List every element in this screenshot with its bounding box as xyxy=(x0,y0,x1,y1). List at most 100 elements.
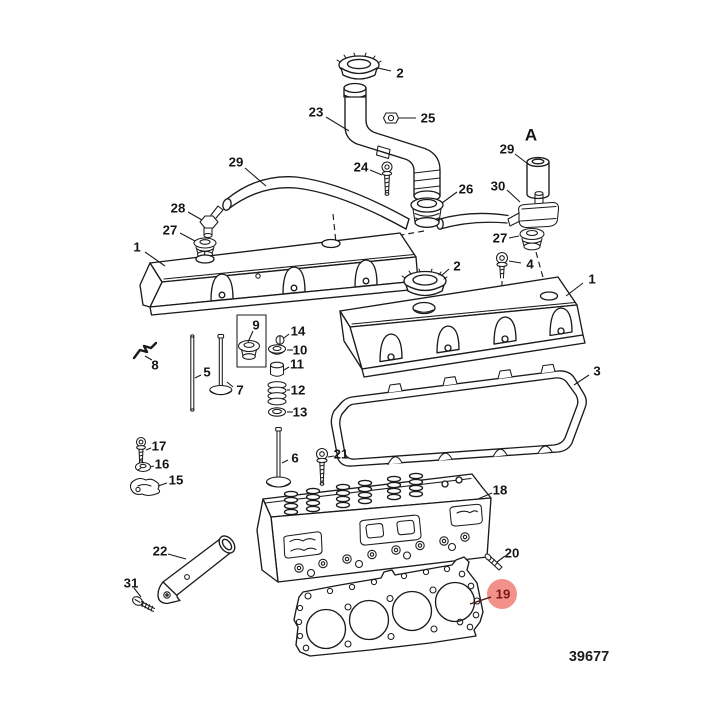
leader-line-14 xyxy=(283,333,290,339)
callout-12: 12 xyxy=(291,383,306,398)
callout-9: 9 xyxy=(252,318,259,333)
callout-2: 2 xyxy=(453,259,460,274)
leader-line-24 xyxy=(369,169,383,176)
leader-line-22 xyxy=(167,553,187,560)
highlight-circle[interactable] xyxy=(487,579,517,609)
elbow-fitting-28 xyxy=(199,205,224,239)
callout-5: 5 xyxy=(203,365,210,380)
leader-line-20 xyxy=(496,555,506,563)
grommet-26 xyxy=(410,197,444,228)
valve-seal-11 xyxy=(269,361,285,377)
oil-fill-tube-bracket-22 xyxy=(157,535,236,605)
leader-line-28 xyxy=(187,211,203,221)
callout-6: 6 xyxy=(291,451,298,466)
callout-4: 4 xyxy=(526,257,534,272)
detail-box-9 xyxy=(236,314,267,368)
breather-hose-short-a xyxy=(526,156,550,200)
stud-20 xyxy=(484,553,503,571)
callout-11: 11 xyxy=(290,357,304,372)
exhaust-ports xyxy=(283,503,483,559)
leader-line-4 xyxy=(508,260,522,264)
leader-line-18 xyxy=(477,492,493,500)
leader-line-29 xyxy=(514,153,529,165)
valve-keeper-14 xyxy=(275,335,285,345)
breather-hose-long xyxy=(222,176,410,230)
leader-line-7 xyxy=(226,381,234,388)
valve-spring-12 xyxy=(267,381,287,406)
head-bolt-bosses xyxy=(294,532,470,578)
leader-line-29 xyxy=(244,167,267,187)
leader-line-9 xyxy=(247,330,254,343)
leader-line-5 xyxy=(194,374,202,379)
clip-8 xyxy=(132,341,158,360)
callout-27: 27 xyxy=(493,231,508,246)
leader-line-1 xyxy=(144,251,166,267)
callout-29: 29 xyxy=(500,142,515,157)
callout-28: 28 xyxy=(171,201,186,216)
valve-cover-gasket xyxy=(330,363,587,467)
washer-16 xyxy=(134,461,152,473)
leader-line-27 xyxy=(179,232,196,242)
leader-line-3 xyxy=(573,374,590,386)
callout-13: 13 xyxy=(293,405,308,420)
callout-29: 29 xyxy=(229,155,244,170)
callout-23: 23 xyxy=(309,105,324,120)
spring-retainer-10 xyxy=(267,344,287,355)
leader-line-2 xyxy=(377,67,392,72)
valve-cover-left xyxy=(139,232,421,316)
valve-cover-right xyxy=(339,276,586,378)
bolt-24 xyxy=(381,161,393,196)
leader-line-8 xyxy=(144,355,153,361)
oil-cap-top xyxy=(336,52,382,80)
oil-filler-tube xyxy=(343,82,441,202)
callout-30: 30 xyxy=(491,179,506,194)
valve-6 xyxy=(265,426,292,488)
callout-10: 10 xyxy=(293,343,308,358)
grommet-27-right xyxy=(519,227,545,251)
bolt-17 xyxy=(135,436,147,464)
leader-line-30 xyxy=(506,189,521,203)
callout-16: 16 xyxy=(155,457,170,472)
callout-20: 20 xyxy=(505,546,520,561)
pushrod-5 xyxy=(190,334,195,412)
leader-line-2 xyxy=(440,268,450,277)
bolt-21 xyxy=(315,447,329,486)
gasket-holes xyxy=(295,565,481,652)
leader-line-15 xyxy=(157,482,168,487)
callout-31: 31 xyxy=(124,576,139,591)
leader-line-17 xyxy=(145,447,152,451)
callout-25: 25 xyxy=(421,111,436,126)
callout-2: 2 xyxy=(396,66,403,81)
drawing-ref-number: 39677 xyxy=(569,649,609,665)
callout-19-highlighted[interactable]: 19 xyxy=(496,587,511,602)
callout-3: 3 xyxy=(593,364,600,379)
leader-line-1 xyxy=(565,282,584,297)
cylinder-head xyxy=(256,472,492,583)
leader-line-26 xyxy=(441,191,458,204)
spring-seat-13 xyxy=(267,407,287,417)
head-gasket xyxy=(293,556,484,657)
callout-8: 8 xyxy=(151,358,158,373)
callout-22: 22 xyxy=(153,544,168,559)
leader-line-16 xyxy=(149,465,155,468)
leader-line-21 xyxy=(327,455,335,458)
leader-line-27 xyxy=(508,235,520,239)
leader-line-31 xyxy=(133,587,142,598)
valve-springs xyxy=(283,472,463,516)
callout-15: 15 xyxy=(169,473,184,488)
rocker-ball-9 xyxy=(237,339,261,360)
callout-7: 7 xyxy=(236,383,243,398)
bracket-15 xyxy=(129,477,161,497)
callout-21: 21 xyxy=(334,447,349,462)
bolt-4 xyxy=(495,251,509,279)
leader-line-6 xyxy=(281,459,289,464)
callout-1: 1 xyxy=(588,272,595,287)
callout-1: 1 xyxy=(133,240,140,255)
callout-17: 17 xyxy=(152,439,167,454)
section-label: A xyxy=(525,126,537,145)
screw-31 xyxy=(132,596,156,613)
nut-25 xyxy=(382,112,400,124)
